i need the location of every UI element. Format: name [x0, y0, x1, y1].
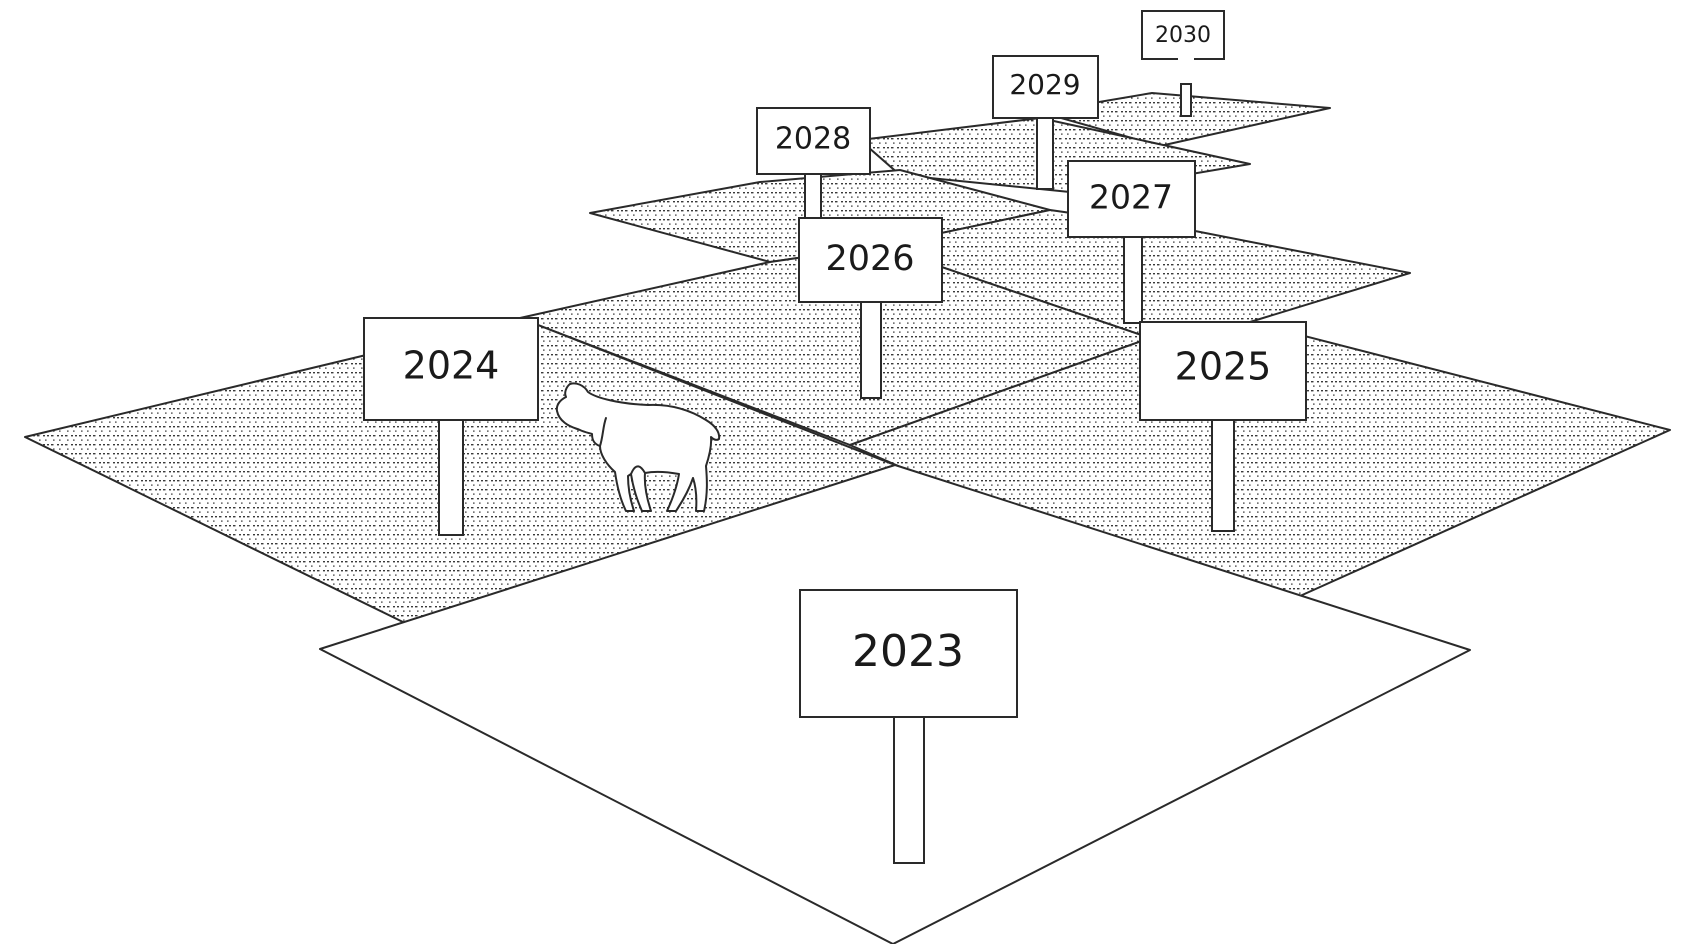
sign-2027: 2027: [1067, 160, 1196, 324]
sign-2023-label: 2023: [852, 626, 964, 677]
sheep-icon: [555, 382, 721, 512]
sign-2025: 2025: [1139, 321, 1307, 532]
sign-2027-label: 2027: [1089, 178, 1173, 217]
sign-2024-label: 2024: [403, 344, 500, 388]
sign-2030: 2030: [1141, 10, 1225, 117]
sign-2029-label: 2029: [1009, 68, 1080, 101]
sign-2030-label: 2030: [1155, 23, 1211, 48]
signs: 2030 2029 2028 2027 2026: [363, 10, 1307, 864]
sign-2024: 2024: [363, 317, 539, 536]
sign-2026-label: 2026: [825, 239, 914, 279]
field-2026: [519, 245, 1151, 446]
sign-2026: 2026: [798, 217, 943, 399]
sign-2025-label: 2025: [1175, 345, 1272, 389]
sign-2029: 2029: [992, 55, 1099, 190]
sign-2028-label: 2028: [775, 122, 851, 157]
sign-2023: 2023: [799, 589, 1018, 864]
sign-2028: 2028: [756, 107, 871, 229]
